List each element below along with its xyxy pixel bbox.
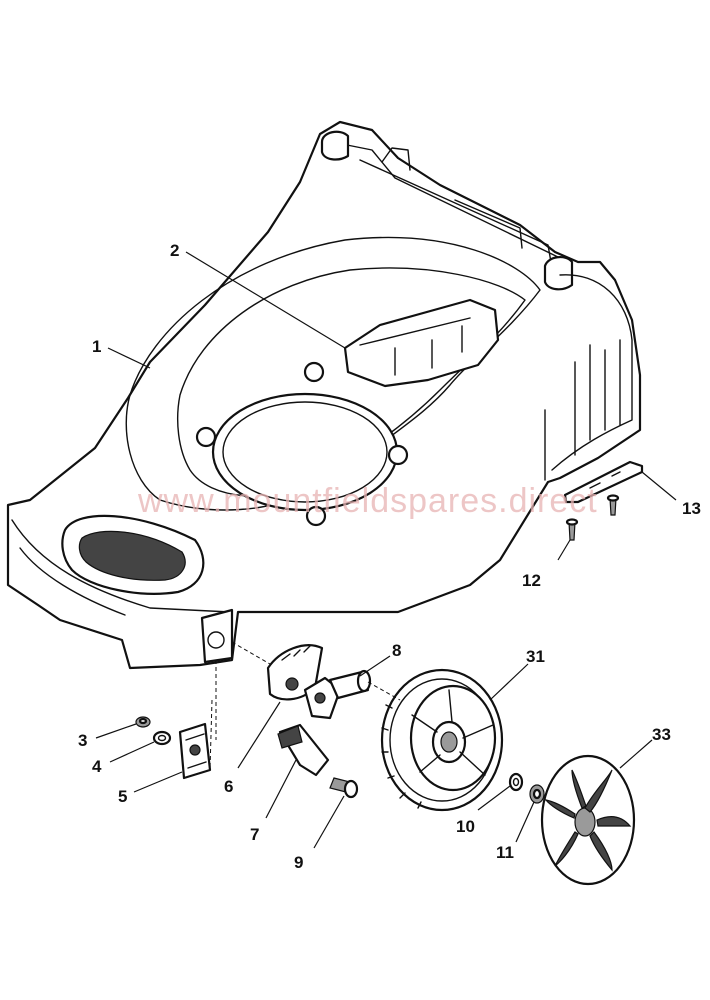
leader-1 <box>107 347 151 369</box>
leader-2 <box>185 251 346 349</box>
leader-7 <box>265 759 297 819</box>
callout-10: 10 <box>456 817 475 836</box>
leader-13 <box>641 471 677 501</box>
nut-3 <box>135 716 151 728</box>
bolt-9 <box>329 777 359 799</box>
watermark-text: www.mountfieldspares.direct <box>137 482 598 520</box>
callout-13: 13 <box>682 499 701 518</box>
leader-11 <box>515 801 535 843</box>
screw-12 <box>565 518 579 541</box>
clip-7 <box>277 723 330 777</box>
callout-7: 7 <box>250 825 259 844</box>
hub-cap-33 <box>540 754 636 886</box>
leader-9 <box>313 795 345 849</box>
callout-12: 12 <box>522 571 541 590</box>
callout-3: 3 <box>78 731 87 750</box>
washer-10 <box>508 772 524 792</box>
leader-10 <box>477 785 511 811</box>
leader-33 <box>619 739 653 769</box>
callout-33: 33 <box>652 725 671 744</box>
axle-lever-8 <box>303 669 372 720</box>
callout-8: 8 <box>392 641 401 660</box>
callout-5: 5 <box>118 787 127 806</box>
leader-6 <box>237 701 281 769</box>
cover-plate <box>343 298 500 388</box>
nut-11 <box>529 784 545 804</box>
callout-1: 1 <box>92 337 101 356</box>
wheel-31 <box>380 668 504 812</box>
callout-2: 2 <box>170 241 179 260</box>
leader-4 <box>109 741 155 763</box>
callout-11: 11 <box>496 843 514 862</box>
callout-6: 6 <box>224 777 233 796</box>
leader-31 <box>489 663 529 701</box>
screw-13 <box>606 494 620 516</box>
leader-3 <box>95 723 137 739</box>
callout-31: 31 <box>526 647 545 666</box>
height-adjust-plate-6 <box>266 644 324 701</box>
mower-deck <box>6 120 642 670</box>
assembly-line-hardware <box>209 660 217 771</box>
callout-4: 4 <box>92 757 102 776</box>
leader-12 <box>557 539 571 561</box>
plate-5 <box>178 722 212 780</box>
washer-4 <box>152 730 172 746</box>
callout-9: 9 <box>294 853 303 872</box>
leader-5 <box>133 771 183 793</box>
assembly-line-axle <box>231 641 401 701</box>
leader-8 <box>359 655 391 677</box>
